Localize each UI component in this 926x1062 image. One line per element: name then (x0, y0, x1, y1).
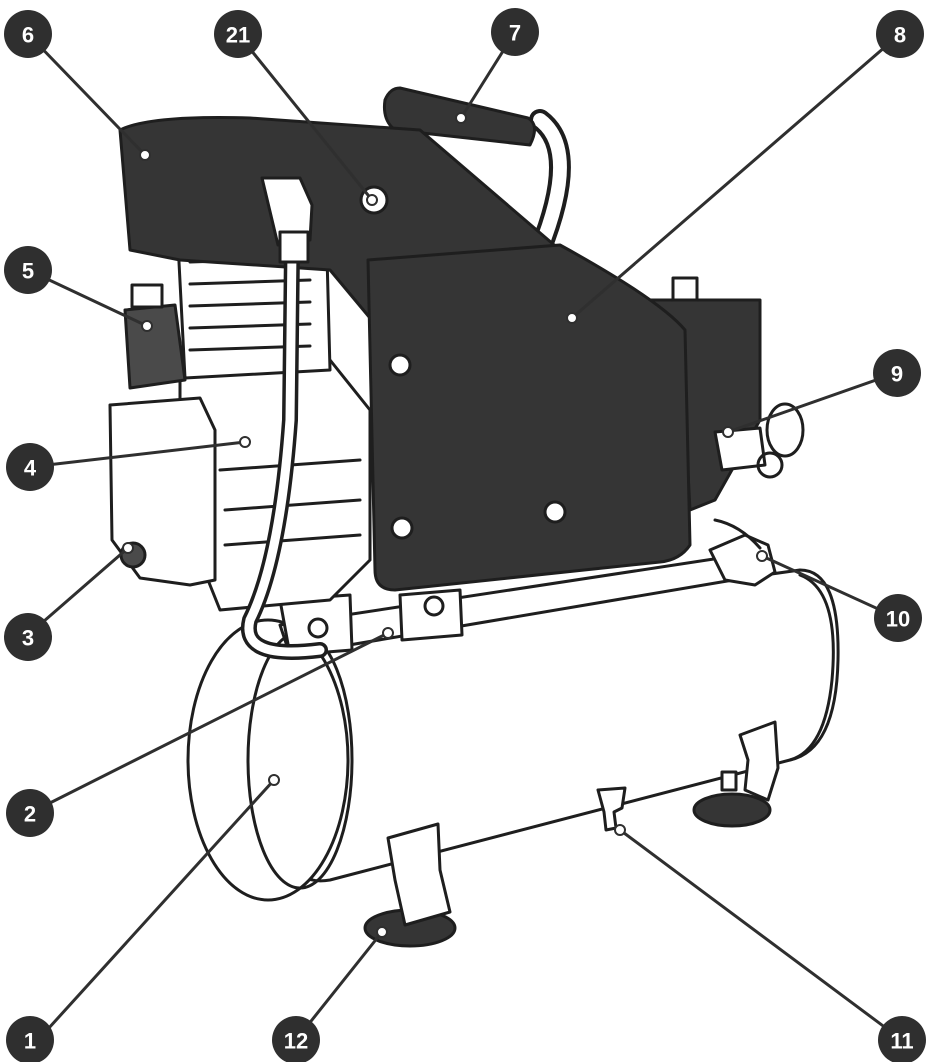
foot-bracket-rear (738, 720, 780, 802)
oil-cap (671, 276, 699, 302)
callout-4-label: 4 (24, 456, 37, 481)
callout-5-label: 5 (22, 259, 34, 284)
callout-12-label: 12 (284, 1029, 308, 1054)
quick-coupler (713, 426, 767, 472)
pressure-gauge (765, 402, 805, 458)
compressor-illustration (108, 86, 840, 948)
air-filter (123, 303, 187, 390)
leader-21 (236, 33, 374, 201)
callout-7: 7 (491, 8, 539, 56)
callout-3: 3 (4, 613, 52, 661)
leader-5-dot (141, 320, 153, 332)
leader-10-dot (756, 550, 768, 562)
leader-21-dot (366, 194, 378, 206)
check-valve-line (713, 518, 762, 550)
tube-nut (278, 230, 310, 264)
leader-6 (26, 32, 147, 157)
callout-5: 5 (4, 246, 52, 294)
callout-6: 6 (4, 10, 52, 58)
callout-8-label: 8 (894, 23, 906, 48)
callout-9: 9 (873, 349, 921, 397)
callout-badges: 1 2 3 4 5 6 7 8 (4, 8, 926, 1062)
air-filter-cap (130, 283, 164, 309)
callout-1-label: 1 (24, 1029, 36, 1054)
callout-3-label: 3 (22, 626, 34, 651)
leader-11 (619, 828, 903, 1042)
callout-11: 11 (878, 1016, 926, 1062)
leader-6-dot (139, 149, 151, 161)
leader-9 (727, 371, 897, 434)
callout-6-label: 6 (22, 23, 34, 48)
leader-2 (31, 631, 389, 814)
mount-bolt-right (423, 595, 445, 617)
leader-9-dot (722, 426, 734, 438)
leader-12-dot (376, 926, 388, 938)
pump-cylinder-front (108, 396, 217, 587)
mount-bolt-left (307, 617, 329, 639)
discharge-tube-inner (244, 245, 325, 657)
leader-1 (36, 778, 276, 1042)
tank-rear-rim (788, 573, 835, 762)
cover-screw-center (543, 500, 567, 524)
leader-4-dot (239, 436, 251, 448)
leader-8-dot (566, 312, 578, 324)
drain-valve (596, 786, 627, 832)
leader-lines (26, 31, 903, 1042)
coupler-ring (756, 451, 784, 479)
leader-1-dot (268, 774, 280, 786)
leader-2-dot (382, 627, 394, 639)
callout-10-label: 10 (886, 607, 910, 632)
foot-bolt-rear (720, 770, 738, 792)
leader-11-dot (614, 824, 626, 836)
cover-screw-top (388, 353, 412, 377)
leader-7-dot (455, 112, 467, 124)
leader-10 (761, 554, 899, 620)
callout-10: 10 (874, 594, 922, 642)
leader-3-dot (122, 542, 134, 554)
callout-7-label: 7 (509, 21, 521, 46)
callout-21-label: 21 (226, 23, 250, 48)
callout-1: 1 (6, 1016, 54, 1062)
cover-screw-bottom (390, 516, 414, 540)
carry-handle-arm-inner (533, 113, 567, 257)
callout-8: 8 (876, 10, 924, 58)
callout-11-label: 11 (890, 1029, 913, 1054)
leader-8 (571, 32, 901, 320)
callout-21: 21 (214, 10, 262, 58)
foot-bracket-front (386, 822, 452, 927)
callout-2-label: 2 (24, 802, 36, 827)
rubber-foot-rear (692, 792, 772, 828)
tube-elbow (260, 176, 314, 247)
callout-2: 2 (6, 789, 54, 837)
leader-4 (29, 440, 246, 469)
tank-side-cover (366, 243, 692, 592)
callout-12: 12 (272, 1016, 320, 1062)
callout-4: 4 (6, 443, 54, 491)
callout-9-label: 9 (891, 362, 903, 387)
